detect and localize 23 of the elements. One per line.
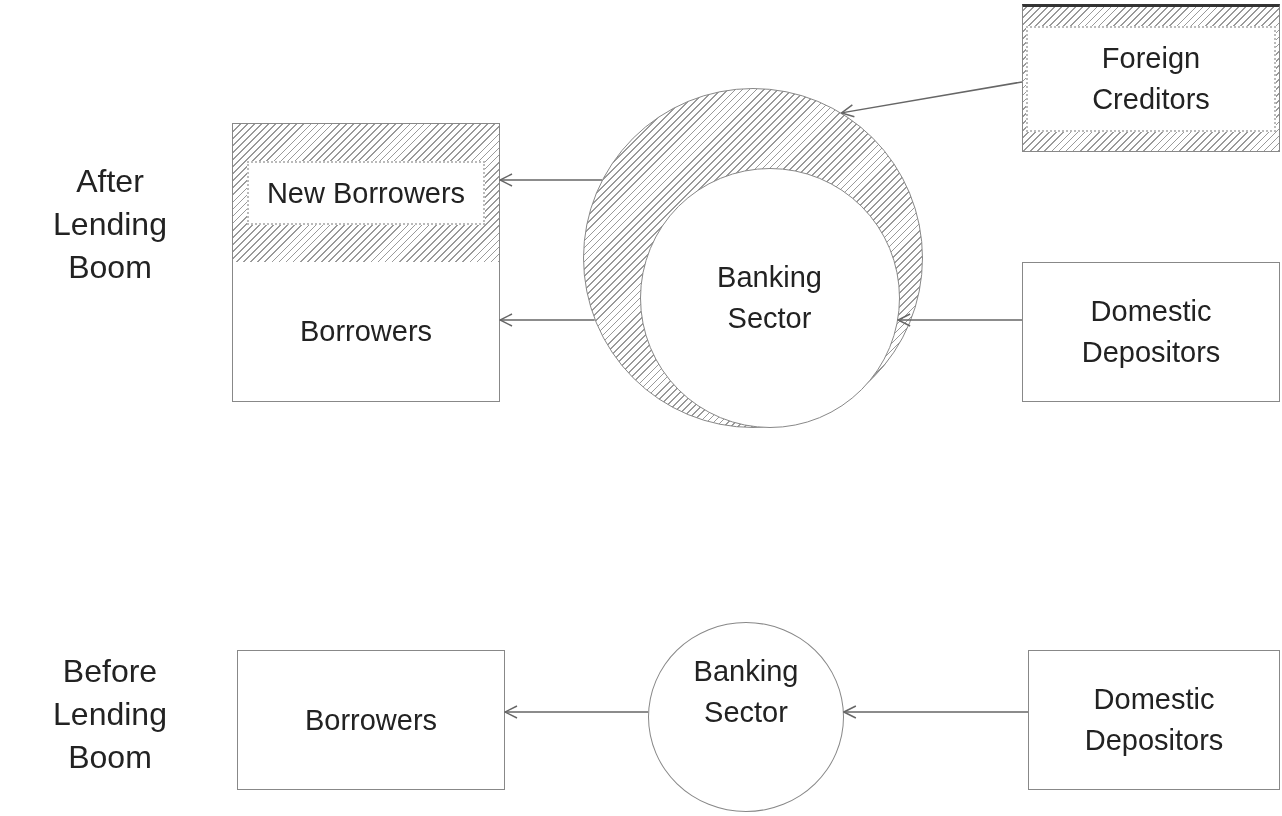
hatched-box — [232, 123, 500, 263]
node-label: Borrowers — [299, 314, 433, 350]
row-label: After Lending Boom — [52, 162, 168, 288]
circle-node — [639, 167, 900, 428]
process-box — [237, 650, 505, 790]
node-label: Foreign Creditors — [1026, 26, 1276, 132]
arrow — [499, 313, 596, 327]
process-box — [1028, 650, 1280, 790]
process-box — [1022, 262, 1280, 402]
arrow — [499, 173, 603, 187]
arrow — [840, 81, 1023, 118]
node-label: Domestic Depositors — [1083, 682, 1225, 758]
node-label: Borrowers — [304, 702, 438, 738]
node-label: Banking Sector — [692, 654, 800, 730]
row-label: Before Lending Boom — [52, 652, 168, 778]
node-label: Domestic Depositors — [1080, 294, 1222, 370]
process-box — [232, 262, 500, 402]
node-label: New Borrowers — [246, 160, 486, 226]
arrow — [843, 705, 1029, 719]
arrow — [504, 705, 649, 719]
arrow — [897, 313, 1023, 327]
node-label: Banking Sector — [716, 259, 823, 336]
hatched-box — [1022, 4, 1280, 152]
